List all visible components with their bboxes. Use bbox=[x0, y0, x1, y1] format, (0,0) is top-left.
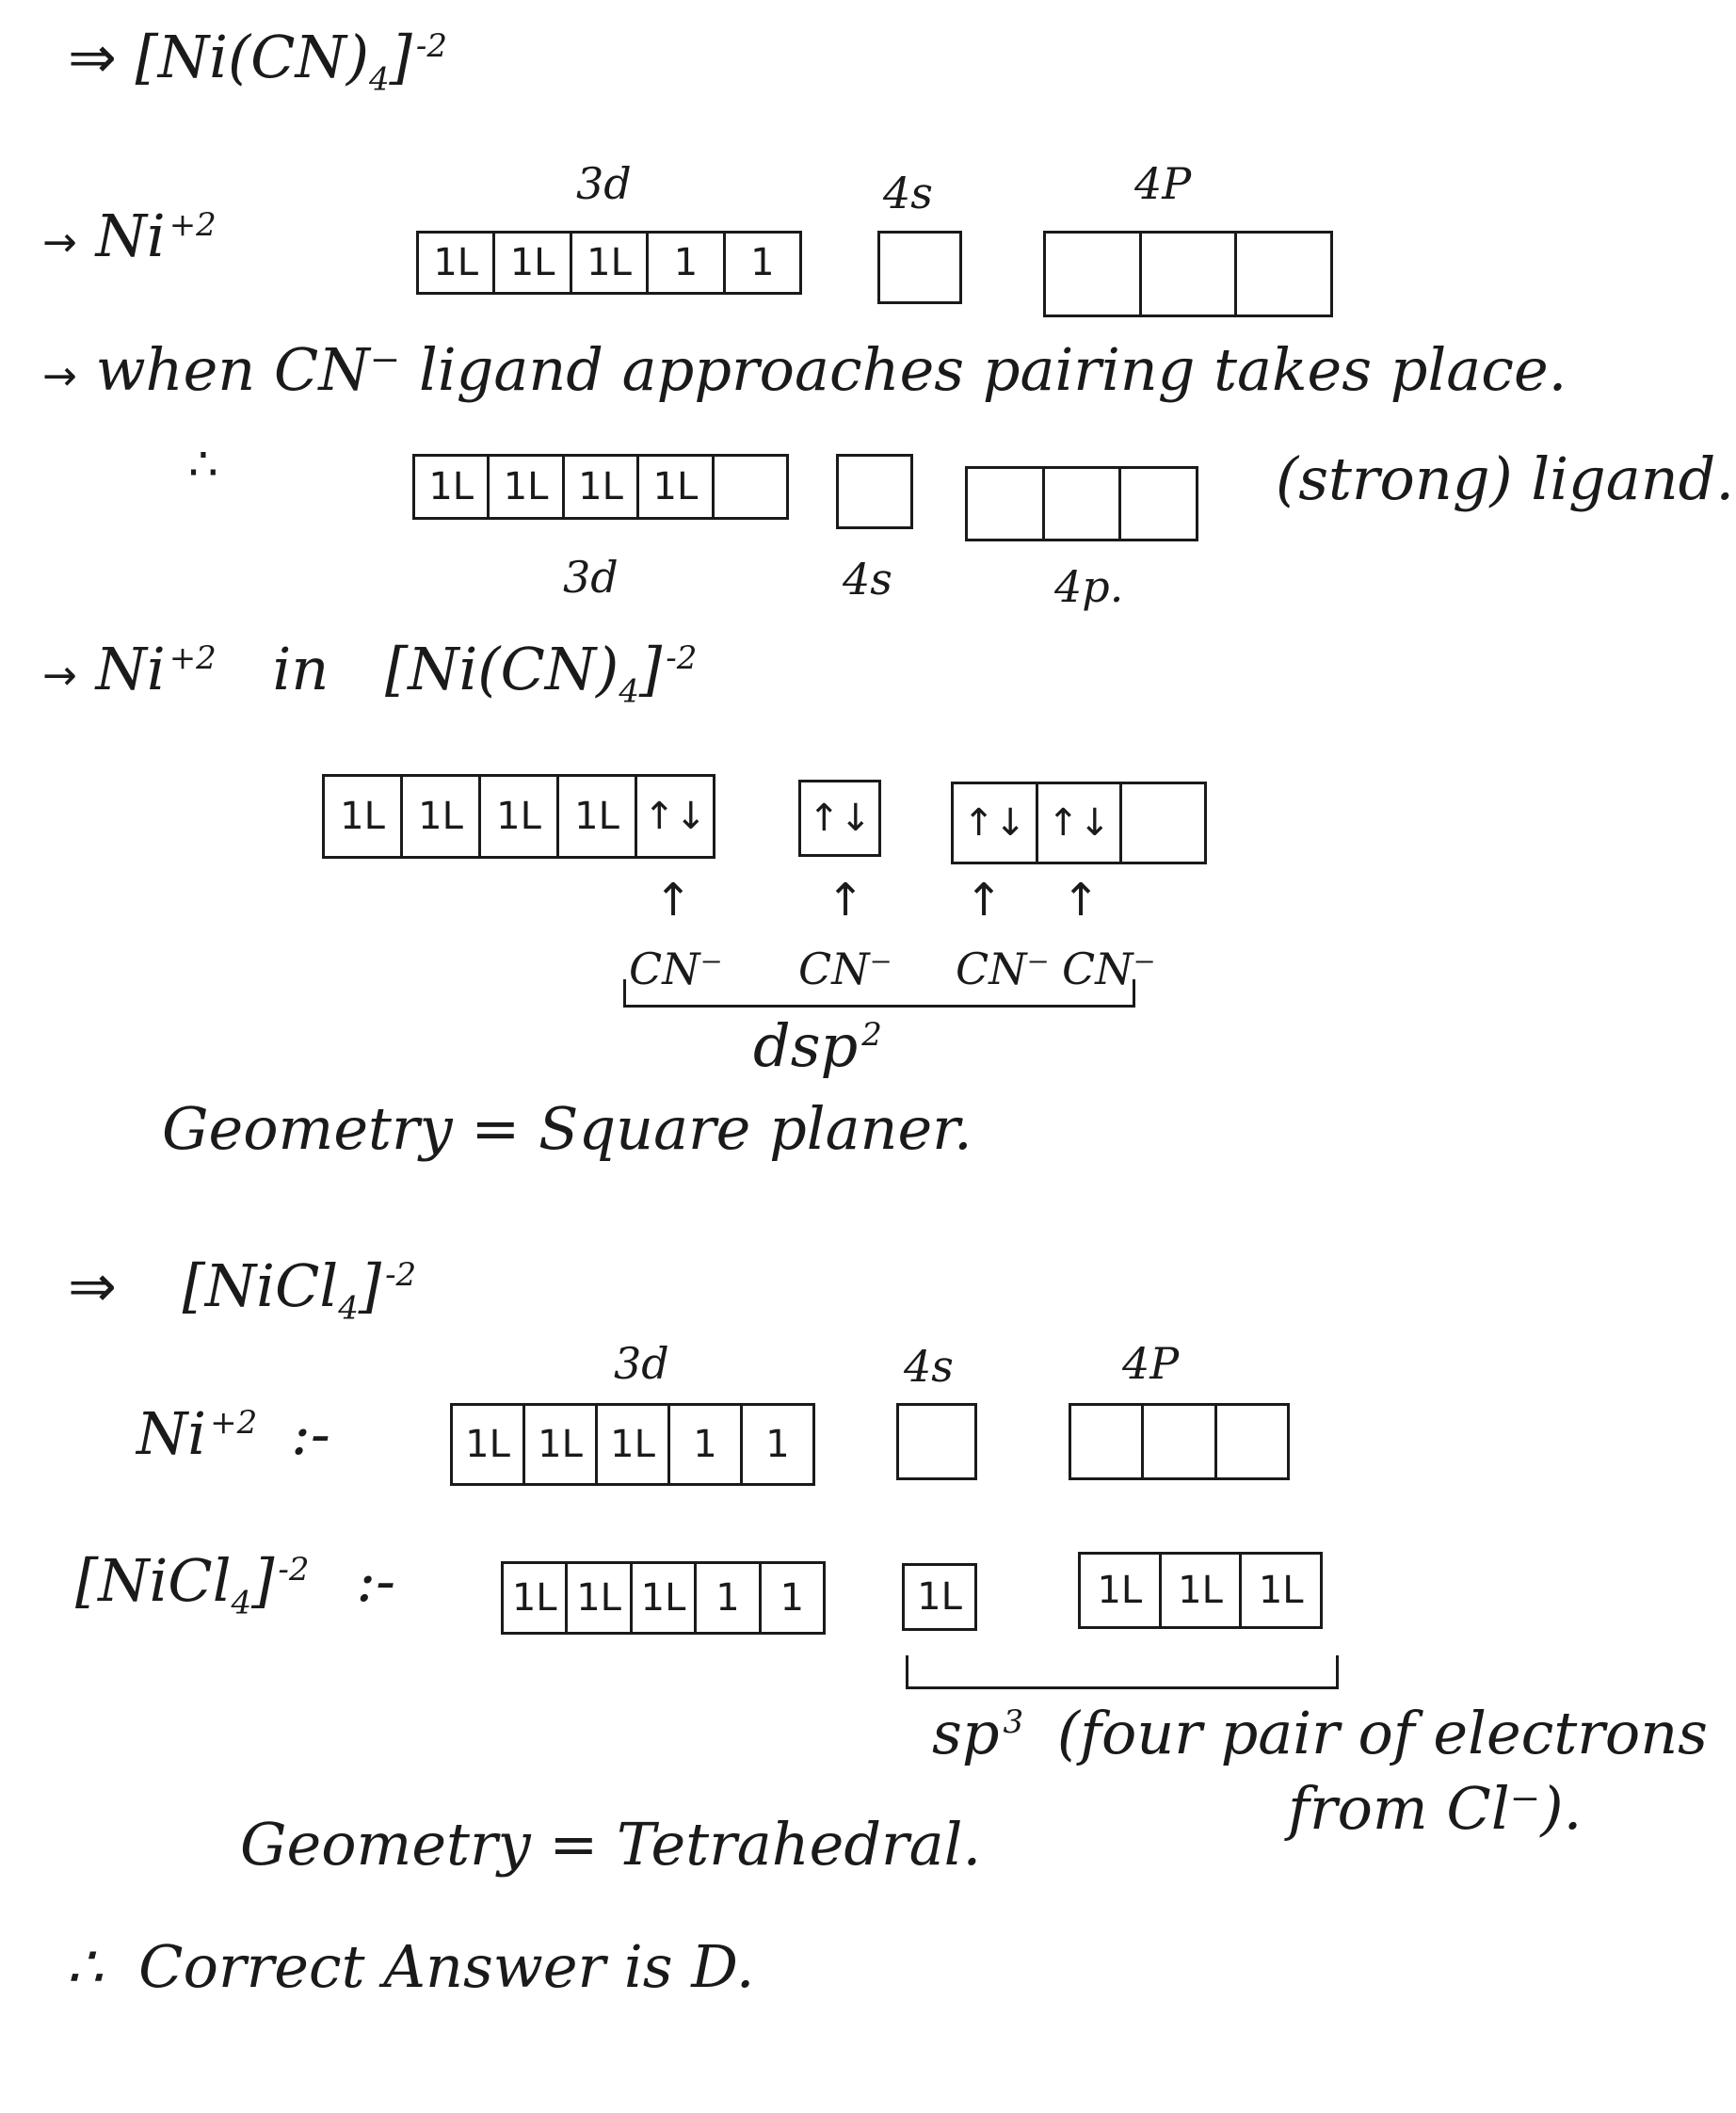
orbital-3d-paired: 1L 1L 1L 1L bbox=[412, 454, 789, 520]
ligand-cn-3: CN⁻ bbox=[956, 944, 1050, 994]
section1-heading: ⇒ [Ni(CN)4]-2 bbox=[68, 23, 447, 99]
orbital-4s-cl-ground bbox=[896, 1403, 977, 1480]
nicl4-label: [NiCl4]-2 :- bbox=[75, 1546, 396, 1622]
label-4s: 4s bbox=[883, 168, 933, 218]
geometry-tetrahedral: Geometry = Tetrahedral. bbox=[240, 1810, 982, 1879]
orbital-4p-complex: ↑↓ ↑↓ bbox=[951, 782, 1207, 864]
orbital-3d-cl-ground: 1L 1L 1L 1 1 bbox=[450, 1403, 815, 1486]
orbital-4p-cl-ground bbox=[1069, 1403, 1290, 1480]
orbital-4p-ground bbox=[1043, 231, 1333, 317]
label-3d-paired: 3d bbox=[563, 552, 619, 603]
section2-heading: ⇒ [NiCl4]-2 bbox=[68, 1251, 417, 1328]
orbital-3d-ground: 1L 1L 1L 1 1 bbox=[416, 231, 802, 295]
ligand-cn-1: CN⁻ bbox=[629, 944, 723, 994]
orbital-4s-paired bbox=[836, 454, 913, 529]
up-arrow-1: ↑ bbox=[654, 874, 693, 927]
implies-arrow: ⇒ bbox=[68, 23, 117, 91]
up-arrow-4: ↑ bbox=[1062, 874, 1101, 927]
dsp2-bracket bbox=[623, 979, 1135, 1008]
ni-in-complex-heading: → Ni+2 in [Ni(CN)4]-2 bbox=[42, 635, 698, 711]
orbital-3d-complex: 1L 1L 1L 1L ↑↓ bbox=[322, 774, 715, 859]
label-4p-cl: 4P bbox=[1122, 1338, 1180, 1389]
implies-arrow-2: ⇒ bbox=[68, 1251, 117, 1320]
ni-ion-label-2: Ni+2 :- bbox=[137, 1399, 330, 1468]
therefore-symbol: ∴ bbox=[188, 437, 218, 492]
pairing-note: → when CN⁻ ligand approaches pairing tak… bbox=[42, 335, 1567, 404]
sp3-bracket bbox=[906, 1655, 1339, 1689]
hybridization-note-2: from Cl⁻). bbox=[1288, 1774, 1583, 1843]
up-arrow-2: ↑ bbox=[827, 874, 865, 927]
orbital-4p-cl-complex: 1L 1L 1L bbox=[1078, 1552, 1323, 1629]
label-4p-paired: 4p. bbox=[1054, 561, 1124, 612]
final-answer: ∴ Correct Answer is D. bbox=[66, 1932, 755, 2001]
orbital-4s-cl-complex: 1L bbox=[902, 1563, 977, 1631]
orbital-4s-ground bbox=[877, 231, 962, 304]
label-4p: 4P bbox=[1134, 158, 1192, 209]
orbital-4s-complex: ↑↓ bbox=[798, 780, 881, 857]
label-4s-paired: 4s bbox=[843, 554, 892, 605]
ligand-cn-2: CN⁻ bbox=[798, 944, 892, 994]
geometry-square-planar: Geometry = Square planer. bbox=[162, 1094, 972, 1163]
strong-ligand-note: (strong) ligand. bbox=[1276, 444, 1735, 513]
label-4s-cl: 4s bbox=[904, 1341, 954, 1392]
label-3d: 3d bbox=[576, 158, 632, 209]
up-arrow-3: ↑ bbox=[965, 874, 1004, 927]
orbital-4p-paired bbox=[965, 466, 1198, 541]
ligand-cn-4: CN⁻ bbox=[1062, 944, 1156, 994]
label-3d-cl: 3d bbox=[614, 1338, 669, 1389]
orbital-3d-cl-complex: 1L 1L 1L 1 1 bbox=[501, 1561, 826, 1635]
ni-ion-label: → Ni+2 bbox=[42, 202, 217, 270]
